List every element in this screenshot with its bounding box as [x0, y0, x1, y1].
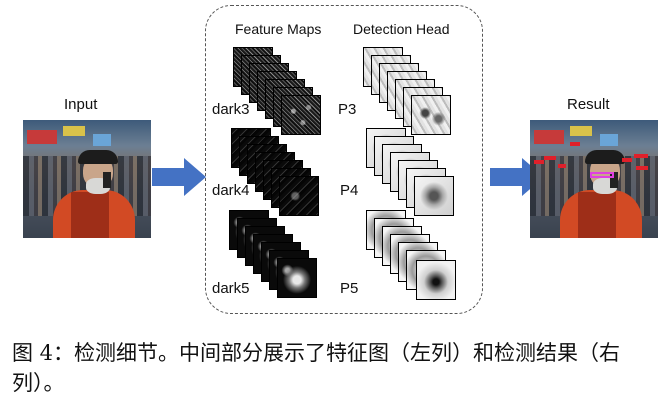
arrow-right-icon	[152, 158, 206, 196]
p3-label: P3	[338, 101, 357, 118]
input-label: Input	[64, 96, 98, 113]
detection-head-heading: Detection Head	[353, 21, 450, 37]
detection-box	[558, 164, 566, 168]
dark4-label: dark4	[212, 182, 250, 199]
result-photo	[530, 120, 658, 238]
dark3-label: dark3	[212, 101, 250, 118]
dark5-label: dark5	[212, 280, 250, 297]
detection-box	[570, 142, 580, 146]
detection-box	[534, 160, 544, 164]
detection-box	[622, 158, 632, 162]
feature-panel	[205, 5, 483, 314]
detection-box	[634, 154, 648, 158]
input-photo	[23, 120, 151, 238]
result-label: Result	[567, 96, 610, 113]
p4-label: P4	[340, 182, 359, 199]
detection-box	[590, 172, 614, 178]
feature-maps-heading: Feature Maps	[235, 21, 322, 37]
figure-caption: 图 4：检测细节。中间部分展示了特征图（左列）和检测结果（右列）。	[12, 341, 621, 395]
p5-label: P5	[340, 280, 359, 297]
detection-box	[544, 156, 556, 160]
detection-box	[636, 166, 648, 170]
